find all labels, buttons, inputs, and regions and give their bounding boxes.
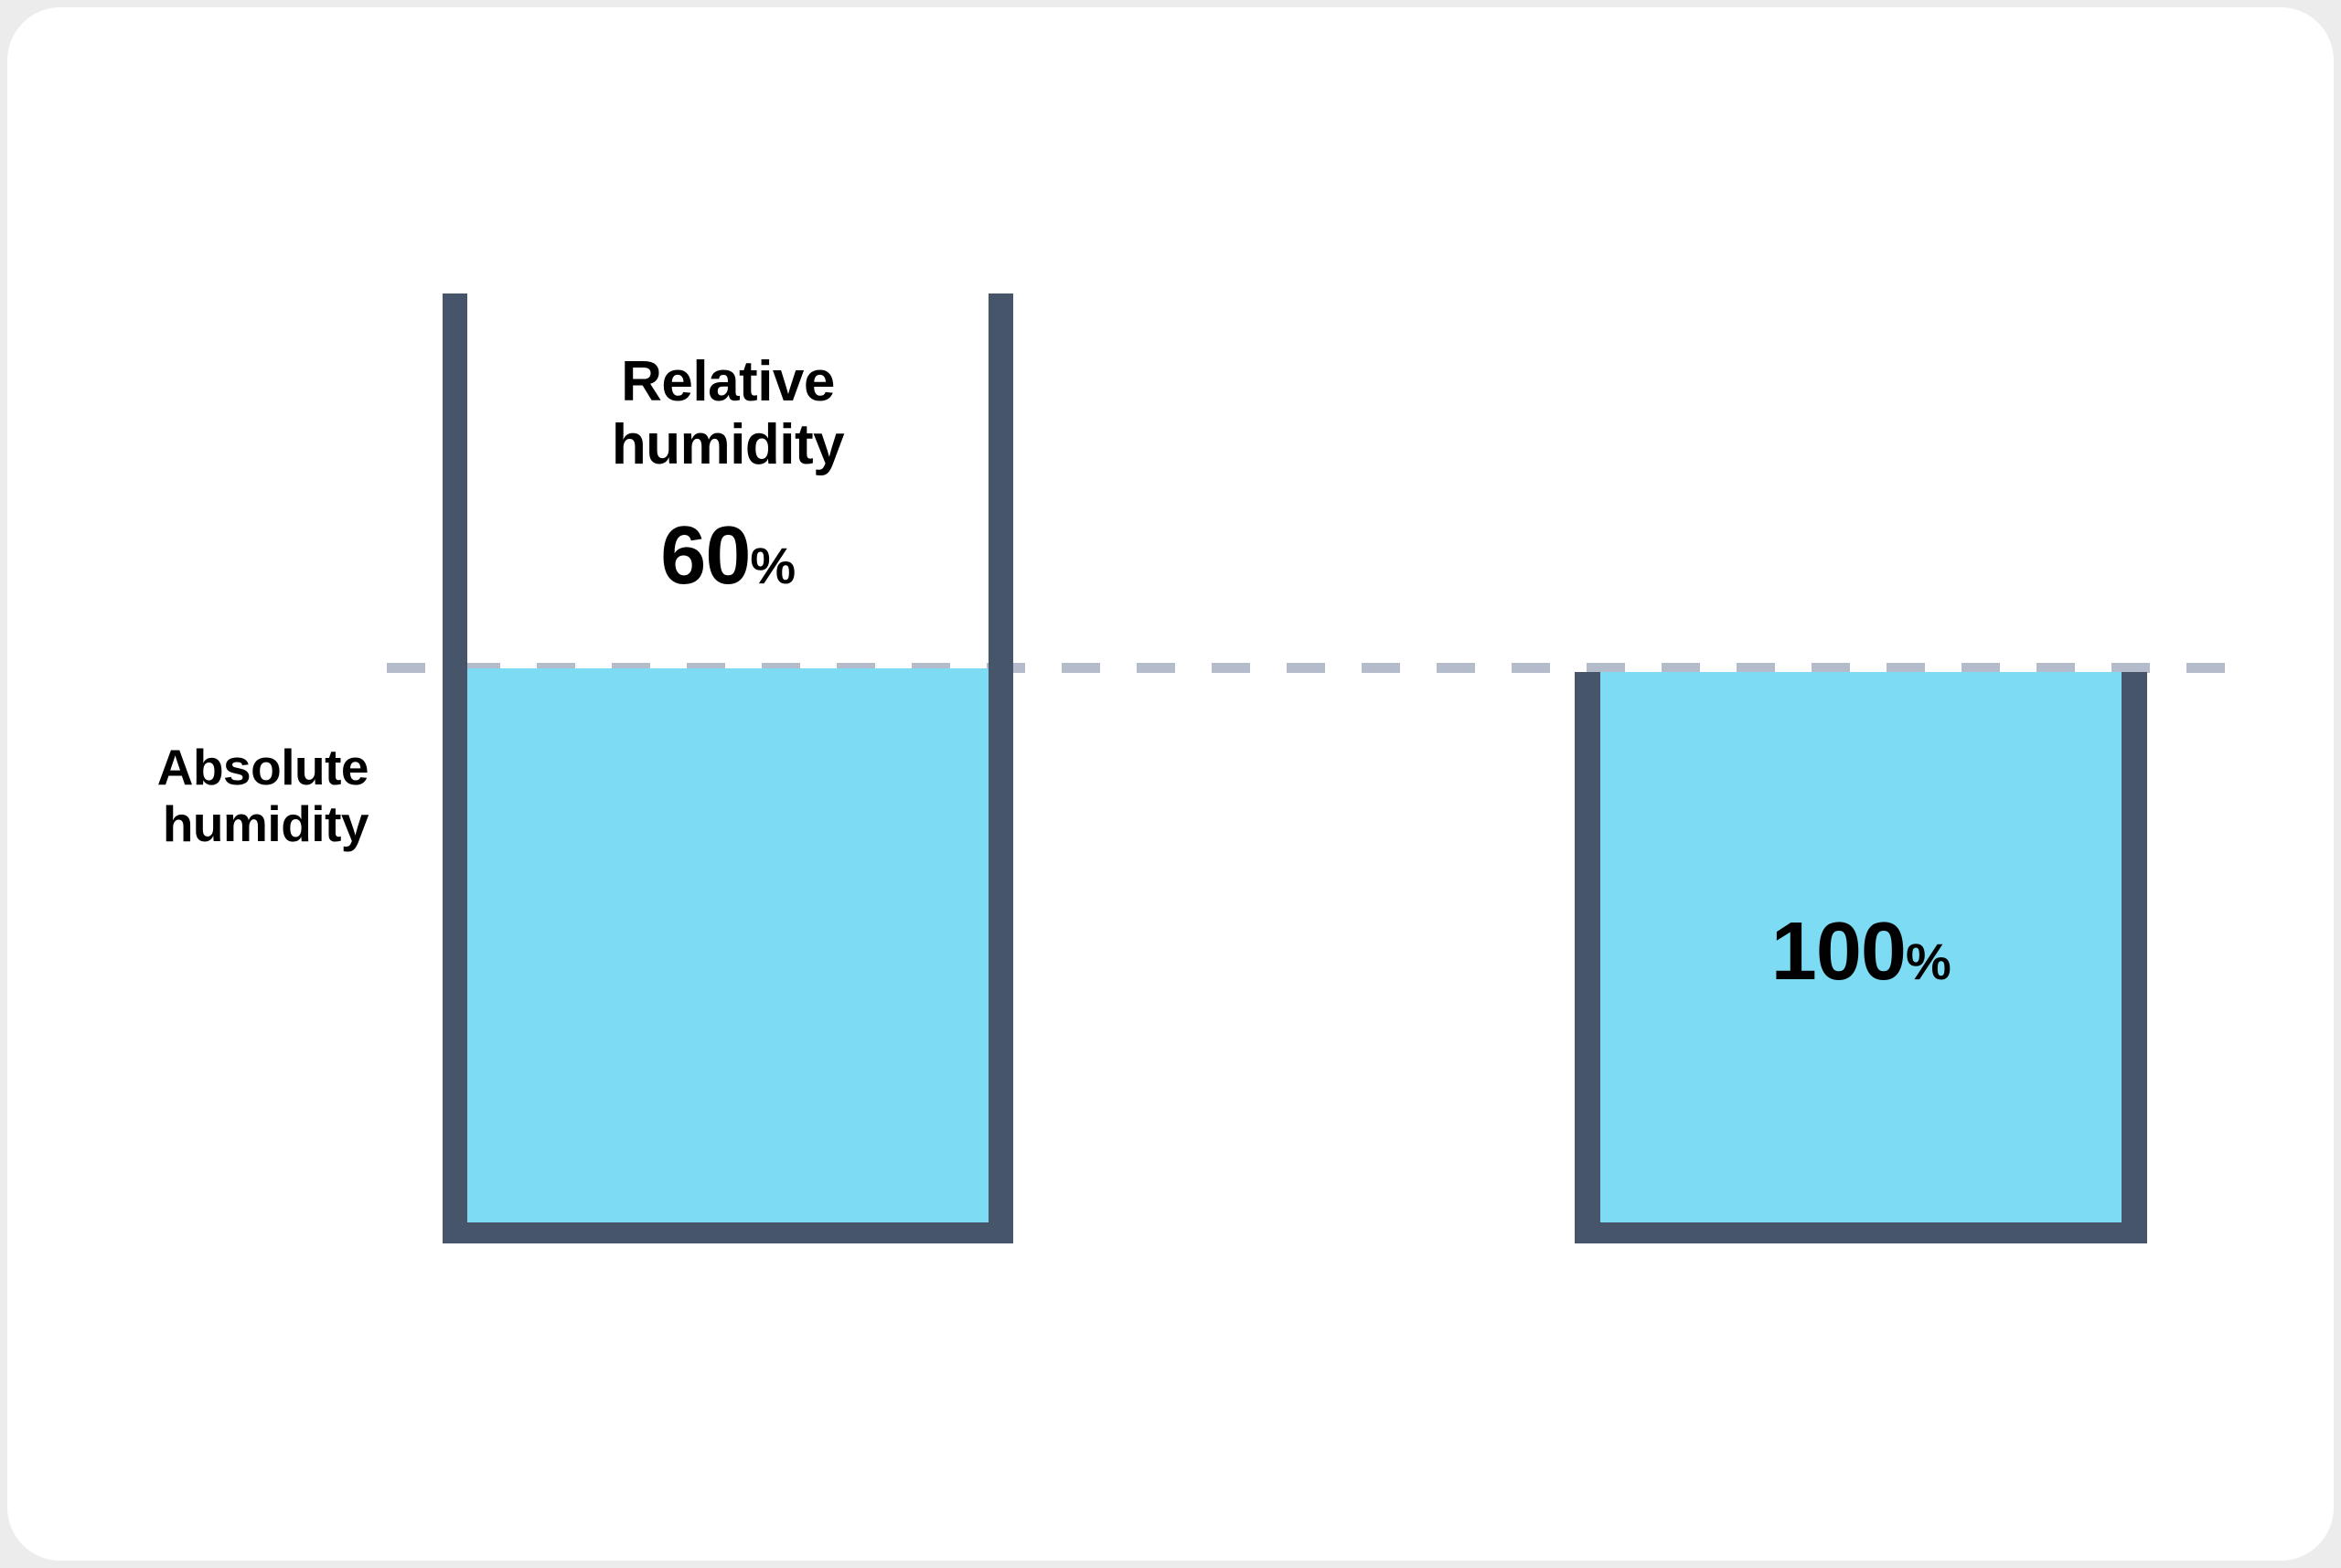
container-left-wall: [1575, 672, 1600, 1243]
water-fill-100: [1600, 672, 2122, 1222]
percent-sign-icon: %: [1905, 933, 1951, 990]
relative-humidity-value-row: 60%: [443, 510, 1013, 603]
water-fill-60: [467, 668, 989, 1222]
relative-humidity-value: 60: [660, 510, 751, 602]
container-right-wall: [2122, 672, 2147, 1243]
container-bottom-wall: [443, 1222, 1013, 1243]
container-bottom-wall: [1575, 1222, 2147, 1243]
relative-humidity-value: 100: [1770, 906, 1907, 997]
container-left-wall: [443, 293, 467, 1243]
relative-humidity-value-row: 100%: [1575, 906, 2147, 998]
diagram-card: Absolute humidity Relative humidity 60% …: [7, 7, 2334, 1561]
absolute-humidity-label: Absolute humidity: [156, 739, 369, 853]
container-relative-humidity-100: 100%: [1575, 672, 2147, 1243]
percent-sign-icon: %: [750, 537, 796, 594]
saturation-dashed-line: [387, 663, 2227, 673]
relative-humidity-title: Relative humidity: [611, 350, 845, 477]
container-relative-humidity-60: Relative humidity 60%: [443, 293, 1013, 1243]
container-right-wall: [989, 293, 1013, 1243]
